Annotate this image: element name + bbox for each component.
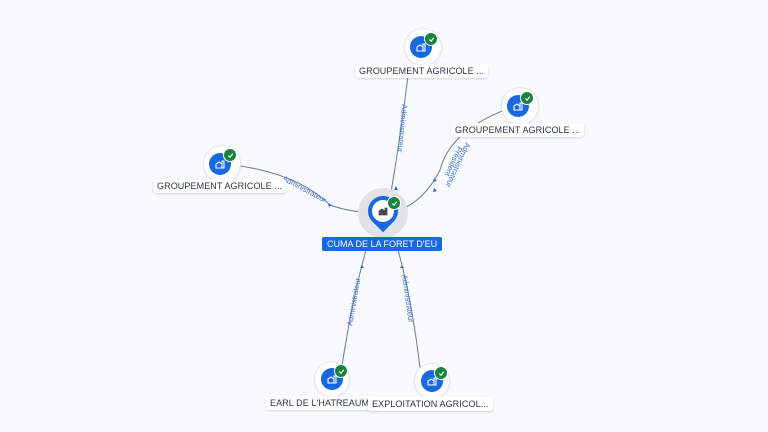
verified-check-icon: [223, 148, 237, 162]
edge-label-top: Administrateur: [396, 104, 409, 153]
edge-top: [389, 75, 409, 199]
verified-check-icon: [520, 91, 534, 105]
verified-check-icon: [334, 364, 348, 378]
verified-check-icon: [434, 366, 448, 380]
node-label[interactable]: GROUPEMENT AGRICOLE ...: [153, 179, 287, 193]
edge-bottom-right: [397, 249, 421, 369]
node-label[interactable]: EARL DE L'HATREAUM...: [266, 396, 381, 410]
verified-check-icon: [424, 32, 438, 46]
verified-check-icon: [387, 196, 401, 210]
edge-label-left: Administrateur: [281, 174, 328, 205]
edge-label-bottom-right: Administrateur: [400, 274, 416, 324]
node-label[interactable]: EXPLOITATION AGRICOL...: [368, 397, 493, 411]
edge-bottom-left: [341, 249, 367, 367]
edge-arrow-right-2: [433, 188, 437, 192]
node-label[interactable]: GROUPEMENT AGRICOLE ...: [355, 64, 489, 78]
edge-arrow-bottom-left: [360, 265, 364, 268]
edge-right: [399, 107, 511, 211]
edge-label-bottom-left: Administrateur: [345, 277, 362, 327]
node-label[interactable]: GROUPEMENT AGRICOLE ...: [451, 123, 585, 137]
edge-arrow-top: [394, 186, 398, 190]
edge-arrow-bottom-right: [400, 265, 404, 268]
edge-arrow-right-1: [433, 178, 437, 182]
center-label[interactable]: CUMA DE LA FORET D'EU: [322, 237, 443, 251]
edge-arrow-left: [328, 203, 332, 207]
edge-left: [239, 165, 369, 213]
